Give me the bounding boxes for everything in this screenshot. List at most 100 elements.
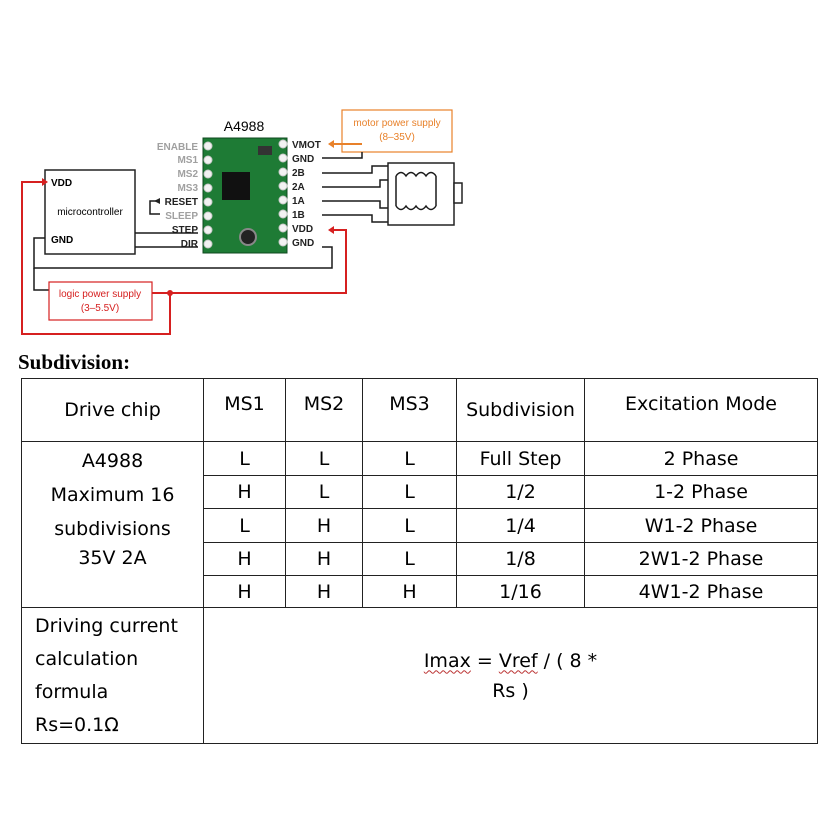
formula-rest: / ( 8 *	[537, 649, 598, 672]
pin-reset-label: RESET	[165, 197, 198, 208]
pin-hole-left	[203, 141, 213, 151]
capacitor	[258, 146, 272, 155]
formula-line1: Imax = Vref / ( 8 *	[204, 646, 817, 676]
ms3-cell: L	[362, 475, 457, 509]
motor-gnd-wire	[322, 152, 363, 159]
chip-name: A4988	[81, 450, 144, 472]
junction-dot	[167, 290, 173, 296]
section-title: Subdivision:	[18, 350, 131, 374]
pin-hole-left	[203, 169, 213, 179]
pin-hole-left	[203, 183, 213, 193]
chip-spec-line1: Maximum 16	[50, 484, 175, 506]
mode-cell: W1-2 Phase	[584, 508, 818, 543]
ms1-cell: L	[203, 508, 286, 543]
pin-hole-right	[278, 181, 288, 191]
subdivision-cell: 1/8	[456, 542, 585, 576]
header-ms3: MS3	[362, 378, 457, 442]
microcontroller-box	[44, 169, 136, 255]
pin-ms1-label: MS1	[177, 155, 198, 166]
subdivision-cell: 1/2	[456, 475, 585, 509]
ms2-cell: H	[285, 575, 363, 608]
pin-hole-left	[203, 197, 213, 207]
logic-supply-label: logic power supply	[59, 289, 141, 300]
wire-2b	[322, 165, 400, 174]
subdivision-table: Drive chip MS1 MS2 MS3 Subdivision Excit…	[21, 378, 818, 744]
pin-hole-right	[278, 139, 288, 149]
mcu-label: microcontroller	[57, 207, 123, 218]
pin-hole-left	[203, 239, 213, 249]
ms3-cell: L	[362, 441, 457, 476]
pin-vdd-label: VDD	[292, 224, 313, 235]
reset-arrow-icon	[154, 198, 160, 204]
logic-supply-range: (3–5.5V)	[81, 303, 119, 314]
board-title: A4988	[224, 118, 265, 134]
table-row: H H L 1/8 2W1-2 Phase	[22, 542, 818, 576]
mode-cell: 2W1-2 Phase	[584, 542, 818, 576]
mcu-vdd-arrow-icon	[42, 178, 48, 186]
ms1-cell: H	[203, 475, 286, 509]
pin-hole-left	[203, 155, 213, 165]
driver-ic	[222, 172, 250, 200]
formula-cell: Imax = Vref / ( 8 * Rs )	[203, 607, 818, 744]
coil-b-icon	[395, 204, 437, 211]
formula-row: Driving current calculation formula Rs=0…	[21, 607, 818, 744]
vdd-arrow-icon	[328, 226, 334, 234]
table-header-row: Drive chip MS1 MS2 MS3 Subdivision Excit…	[21, 378, 818, 442]
pin-hole-right	[278, 237, 288, 247]
pin-1b-label: 1B	[292, 210, 305, 221]
subdivision-cell: Full Step	[456, 441, 585, 476]
logic-supply-box	[48, 281, 153, 321]
pin-hole-right	[278, 153, 288, 163]
pin-2b-label: 2B	[292, 168, 305, 179]
ms1-cell: H	[203, 542, 286, 576]
pin-dir-label: DIR	[181, 239, 199, 250]
wiring-diagram: A4988 ENABLE MS1 MS2 MS3 RESET SLEEP STE…	[21, 109, 463, 335]
ms3-cell: L	[362, 508, 457, 543]
ms3-cell: L	[362, 542, 457, 576]
formula-vref: Vref	[498, 649, 538, 672]
formula-label-line1: Driving current	[35, 614, 178, 637]
pin-1a-label: 1A	[292, 196, 305, 207]
coil-a-icon	[395, 171, 437, 178]
pin-ms3-label: MS3	[177, 183, 198, 194]
motor-supply-range: (8–35V)	[379, 132, 415, 143]
pin-gnd2-label: GND	[292, 238, 314, 249]
pin-hole-left	[203, 211, 213, 221]
header-ms2: MS2	[285, 378, 363, 442]
chip-spec-line3: 35V 2A	[78, 547, 147, 569]
subdivision-cell: 1/16	[456, 575, 585, 608]
vmot-arrow-icon	[328, 140, 334, 148]
pin-hole-right	[278, 167, 288, 177]
pin-hole-right	[278, 195, 288, 205]
motor-shaft	[453, 182, 463, 204]
pin-enable-label: ENABLE	[157, 142, 198, 153]
formula-label-cell: Driving current calculation formula Rs=0…	[21, 607, 204, 744]
ms1-cell: L	[203, 441, 286, 476]
formula-label-line3: formula	[35, 680, 109, 703]
formula-eq: =	[470, 649, 499, 672]
ms2-cell: H	[285, 508, 363, 543]
header-drive-chip: Drive chip	[21, 378, 204, 442]
ms1-cell: H	[203, 575, 286, 608]
formula-imax: Imax	[423, 649, 471, 672]
pin-holes	[203, 139, 288, 249]
ms2-cell: H	[285, 542, 363, 576]
chip-spec-line2: subdivisions	[54, 518, 171, 540]
pin-hole-right	[278, 223, 288, 233]
ms2-cell: L	[285, 441, 363, 476]
header-ms1: MS1	[203, 378, 286, 442]
mode-cell: 2 Phase	[584, 441, 818, 476]
ms2-cell: L	[285, 475, 363, 509]
pin-sleep-label: SLEEP	[165, 211, 198, 222]
header-excitation-mode: Excitation Mode	[584, 378, 818, 442]
pin-gnd-label: GND	[292, 154, 314, 165]
mode-cell: 4W1-2 Phase	[584, 575, 818, 608]
pin-vmot-label: VMOT	[292, 140, 321, 151]
ms3-cell: H	[362, 575, 457, 608]
mcu-gnd-label: GND	[51, 235, 73, 246]
pin-hole-right	[278, 209, 288, 219]
gnd-wire-supply	[33, 268, 52, 291]
gnd-wire-logic	[33, 237, 333, 269]
pin-hole-left	[203, 225, 213, 235]
subdivision-cell: 1/4	[456, 508, 585, 543]
